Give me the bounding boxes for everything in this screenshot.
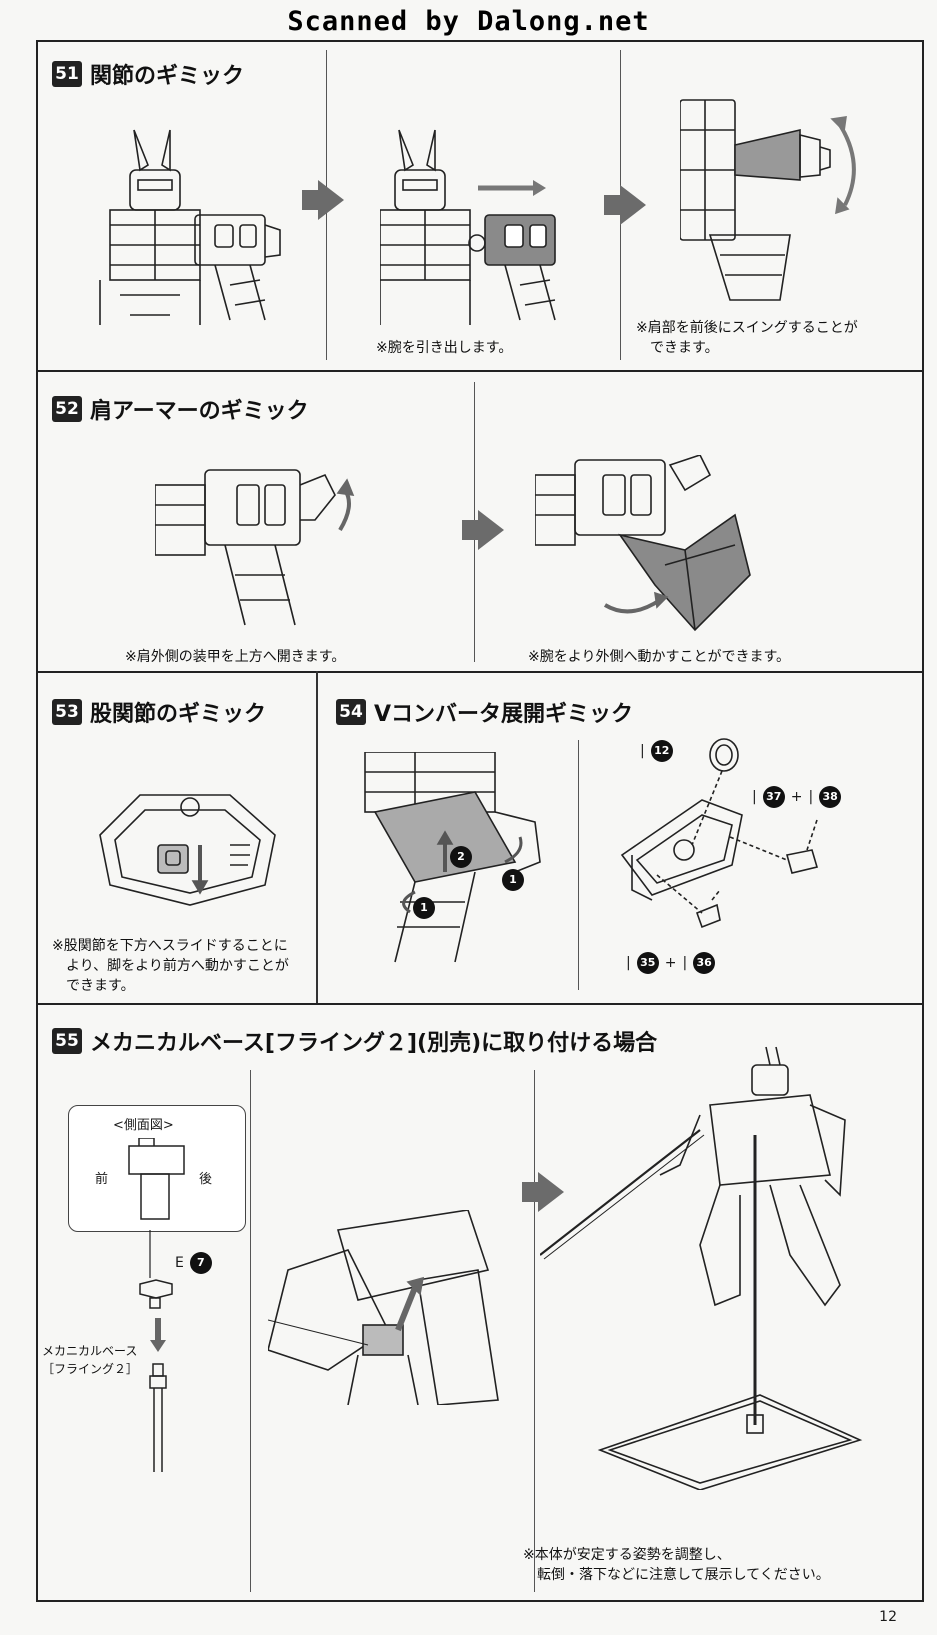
leader-line-icon [149,1230,151,1278]
note-hip-slide: ※股関節を下方へスライドすることに より、脚をより前方へ動かすことが できます。 [52,938,289,994]
step-title: 関節のギミック [90,64,245,89]
back-label: 後 [199,1172,213,1187]
arrow-down-icon [150,1318,166,1352]
side-view-box: <側面図> 前 後 [68,1105,246,1232]
side-view-part-icon [128,1138,185,1220]
adapter-part-icon [139,1279,173,1309]
step-54-header: 54 Vコンバータ展開ギミック [336,696,633,728]
hip-joint-figure [99,794,276,906]
panel-divider-54 [578,740,579,990]
arrow-right-icon [302,180,344,220]
step-number: 52 [52,396,82,422]
step-title: 肩アーマーのギミック [90,399,309,424]
callout-1: 1 [502,868,524,891]
v-converter-parts-figure [620,738,819,929]
step-title: メカニカルベース[フライング２](別売)に取り付ける場合 [90,1031,658,1056]
arrow-pull-out-icon [478,180,546,196]
v-converter-back-figure [364,752,541,963]
step-title: 股関節のギミック [90,702,267,727]
step-52-header: 52 肩アーマーのギミック [52,393,309,425]
shoulder-armor-open-figure [535,455,751,632]
parts-35-36-label: | 35 + | 36 [626,952,716,974]
shoulder-swing-figure [680,99,856,301]
divider-53-54 [316,671,318,1003]
note-open-armor: ※肩外側の装甲を上方へ開きます。 [125,649,346,665]
step-55-header: 55 メカニカルベース[フライング２](別売)に取り付ける場合 [52,1025,657,1057]
arrow-right-icon [522,1172,564,1212]
callout-1: 1 [413,896,435,919]
arrow-right-icon [462,510,504,550]
robot-arm-extended-figure [380,129,556,325]
hip-attach-figure [268,1210,499,1405]
parts-37-38-label: | 37 + | 38 [752,786,842,808]
callout-2: 2 [450,845,472,868]
completed-display-figure [540,1046,863,1490]
step-51-header: 51 関節のギミック [52,58,244,90]
part-e7-label: E 7 [175,1252,212,1274]
step-53-header: 53 股関節のギミック [52,696,266,728]
divider-51-52 [36,370,924,372]
front-label: 前 [95,1172,109,1187]
step-number: 55 [52,1028,82,1054]
robot-upper-body-figure [99,129,281,325]
note-shoulder-swing: ※肩部を前後にスイングすることが できます。 [636,320,858,356]
base-name-label: メカニカルベース ［フライング２］ [42,1344,139,1376]
step-number: 53 [52,699,82,725]
part-12-label: | 12 [640,740,673,762]
step-number: 54 [336,699,366,725]
divider-53-55 [36,1003,924,1005]
note-move-arm-outward: ※腕をより外側へ動かすことができます。 [528,649,791,665]
panel-divider-55b [534,1070,535,1592]
page-number: 12 [879,1609,897,1625]
side-view-title: <側面図> [113,1118,174,1133]
divider-52-53 [36,671,924,673]
shoulder-armor-closed-figure [155,469,355,626]
instruction-frame [36,40,924,1602]
base-stick-icon [149,1363,167,1472]
note-display-caution: ※本体が安定する姿勢を調整し、 転倒・落下などに注意して展示してください。 [523,1547,830,1583]
arrow-right-icon [604,185,646,225]
step-title: Vコンバータ展開ギミック [374,702,634,727]
watermark: Scanned by Dalong.net [287,6,650,37]
note-pull-out-arm: ※腕を引き出します。 [376,340,513,356]
step-number: 51 [52,61,82,87]
panel-divider-55a [250,1070,251,1592]
